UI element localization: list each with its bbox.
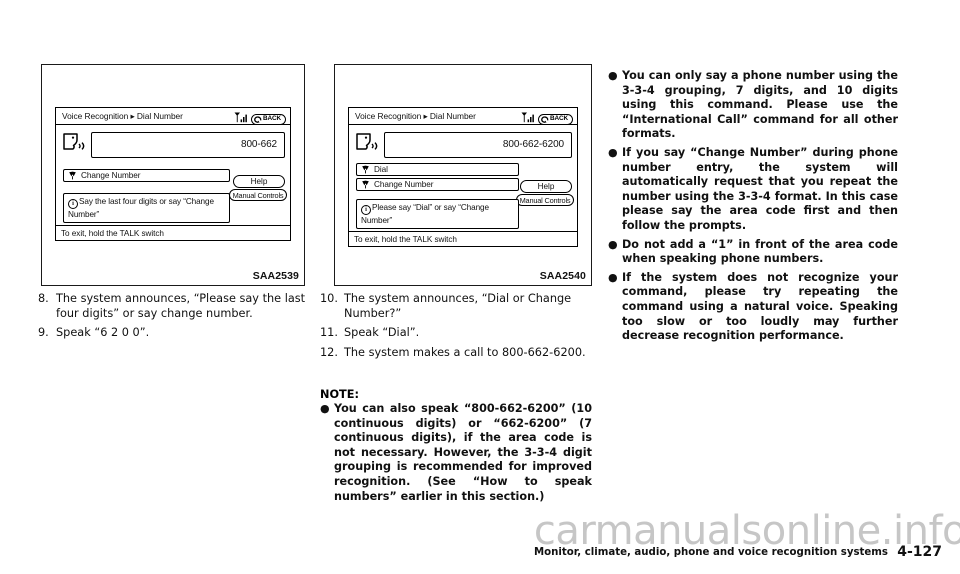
step-number: 8. [38,292,49,305]
screen-body: 800-662-6200 Dial [349,125,577,246]
screen-exit-hint: To exit, hold the TALK switch [56,225,290,240]
step-text: The system announces, “Dial or Change Nu… [344,292,572,320]
note-heading: NOTE: [320,388,359,401]
bullet-text: You can also speak “800-662-6200” (10 co… [334,402,592,503]
info-prompt-text: Please say “Dial” or say “Change Number” [361,203,489,225]
screen-exit-hint: To exit, hold the TALK switch [349,231,577,246]
figure-saa2539: Voice Recognition ▸ Dial Number [41,64,305,286]
column-1-steps: 8. The system announces, “Please say the… [38,292,308,346]
column-2-note: NOTE: ● You can also speak “800-662-6200… [320,388,592,508]
phone-number-value: 800-662 [241,139,277,150]
step-number: 9. [38,326,49,340]
screen-exit-hint-label: To exit, hold the TALK switch [61,228,164,238]
help-button[interactable]: Help [520,180,572,193]
manual-controls-button[interactable]: Manual Controls [516,194,574,206]
back-arrow-icon [541,110,549,128]
info-prompt-text: Say the last four digits or say “Change … [68,197,214,219]
bullet-dot-icon: ● [320,402,330,415]
number-entry-row: 800-662-6200 [354,130,572,159]
bullet-item: ● Do not add a “1” in front of the area … [608,238,898,267]
footer-section-title: Monitor, climate, audio, phone and voice… [534,547,888,558]
step-number: 10. [320,292,338,305]
step-number: 11. [320,326,338,340]
titlebar-right-group: BACK [521,110,573,128]
back-button[interactable]: BACK [537,113,573,125]
number-entry-row: 800-662 [61,130,285,159]
manual-controls-button[interactable]: Manual Controls [229,189,287,201]
command-change-number[interactable]: Change Number [63,169,230,182]
bullet-dot-icon: ● [608,145,618,159]
note-bullet-list: ● You can only say a phone number using … [608,69,898,344]
signal-bars-icon [521,110,535,128]
figure-code: SAA2539 [252,270,299,282]
step-text: The system announces, “Please say the la… [56,292,306,320]
bullet-dot-icon: ● [608,237,618,251]
bullet-text: If the system does not recognize your co… [622,270,898,343]
bullet-text: Do not add a “1” in front of the area co… [622,237,898,266]
step-item: 12. The system makes a call to 800-662-6… [320,346,592,361]
bullet-item: ● You can only say a phone number using … [608,69,898,142]
step-item: 11. Speak “Dial”. [320,326,592,341]
screen-titlebar: Voice Recognition ▸ Dial Number [349,108,577,125]
step-text: Speak “6 2 0 0”. [56,326,150,340]
manual-controls-label: Manual Controls [232,190,284,200]
manual-controls-label: Manual Controls [519,195,571,205]
info-circle-icon: i [68,199,78,209]
bullet-text: You can only say a phone number using th… [622,69,898,141]
microphone-icon [361,161,370,179]
back-button[interactable]: BACK [250,113,286,125]
screen-title: Voice Recognition ▸ Dial Number [62,111,183,121]
phone-number-field[interactable]: 800-662-6200 [384,131,572,158]
command-label: Dial [374,165,388,174]
page-number: 4-127 [897,544,942,560]
page-footer: Monitor, climate, audio, phone and voice… [0,508,960,560]
help-button-label: Help [250,177,268,186]
bullet-item: ● If you say “Change Number” during phon… [608,146,898,234]
screen-titlebar: Voice Recognition ▸ Dial Number [56,108,290,125]
phone-number-value: 800-662-6200 [502,139,564,150]
command-label: Change Number [81,171,141,180]
microphone-icon [361,176,370,194]
head-unit-screen-2: Voice Recognition ▸ Dial Number [348,107,578,247]
bullet-dot-icon: ● [608,69,618,82]
voice-head-icon [354,131,380,158]
head-unit-screen-1: Voice Recognition ▸ Dial Number [55,107,291,241]
step-text: Speak “Dial”. [344,326,420,340]
column-3-note: ● You can only say a phone number using … [608,69,898,348]
signal-bars-icon [234,110,248,128]
command-change-number[interactable]: Change Number [356,178,519,191]
screen-title: Voice Recognition ▸ Dial Number [355,111,476,121]
bullet-dot-icon: ● [608,270,618,284]
titlebar-right-group: BACK [234,110,286,128]
screen-body: 800-662 Change Number Help [56,125,290,240]
bullet-text: If you say “Change Number” during phone … [622,145,898,232]
bullet-item: ● If the system does not recognize your … [608,271,898,344]
step-item: 8. The system announces, “Please say the… [38,292,308,321]
back-button-label: BACK [262,114,281,122]
help-button[interactable]: Help [233,175,285,188]
back-arrow-icon [254,110,262,128]
step-item: 10. The system announces, “Dial or Chang… [320,292,592,321]
step-item: 9. Speak “6 2 0 0”. [38,326,308,341]
bullet-item: ● You can also speak “800-662-6200” (10 … [320,402,592,504]
column-2-steps: 10. The system announces, “Dial or Chang… [320,292,592,365]
command-label: Change Number [374,180,434,189]
figure-code: SAA2540 [539,270,586,282]
command-dial[interactable]: Dial [356,163,519,176]
voice-head-icon [61,131,87,158]
phone-number-field[interactable]: 800-662 [91,131,285,158]
note-bullet-list: ● You can also speak “800-662-6200” (10 … [320,402,592,504]
step-text: The system makes a call to 800-662-6200. [344,345,586,359]
microphone-icon [68,167,77,185]
screen-exit-hint-label: To exit, hold the TALK switch [354,234,457,244]
step-number: 12. [320,345,338,359]
help-button-label: Help [537,182,555,191]
info-circle-icon: i [361,205,371,215]
figure-saa2540: Voice Recognition ▸ Dial Number [334,64,592,286]
back-button-label: BACK [549,114,568,122]
